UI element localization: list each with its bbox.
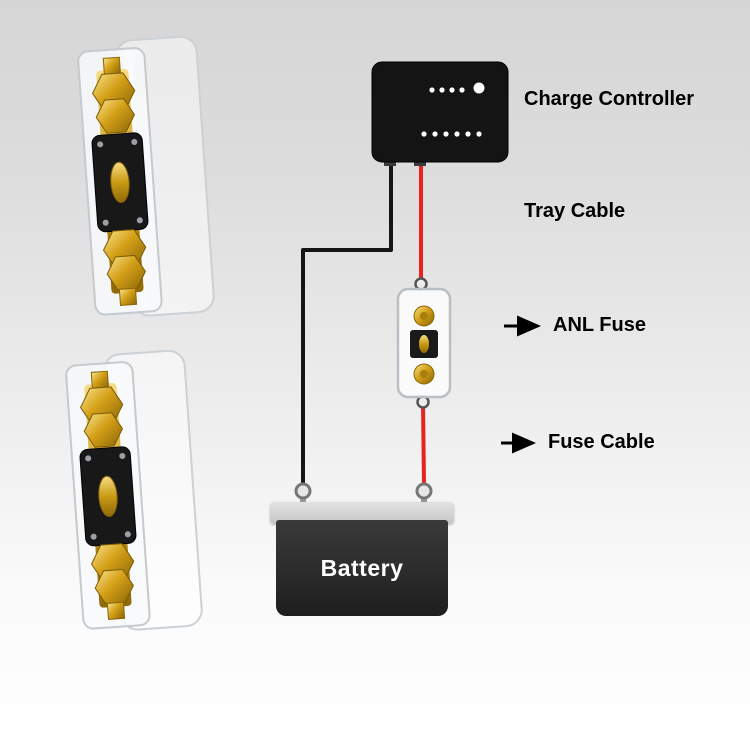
anl-fuse-device <box>396 277 452 409</box>
vent-dot <box>421 131 427 137</box>
ring-terminal <box>294 482 312 500</box>
bottom-hex-nut-2 <box>94 568 134 605</box>
screw <box>85 455 92 462</box>
controller-body <box>371 61 509 163</box>
screw <box>90 533 97 540</box>
bottom-hex-nut-2 <box>106 254 146 291</box>
screw <box>97 141 104 148</box>
fuse-cable-label: Fuse Cable <box>548 431 655 453</box>
bottom-stud <box>106 601 126 620</box>
screw <box>102 219 109 226</box>
ring-terminal <box>415 482 433 500</box>
screw <box>119 452 126 459</box>
negative-wire <box>301 160 393 486</box>
led-dot <box>439 87 445 93</box>
battery-label: Battery <box>320 554 404 581</box>
battery: Battery <box>270 502 454 618</box>
positive-wire-lower <box>421 401 426 487</box>
charge-controller-device <box>371 61 509 166</box>
bottom-stud <box>118 287 138 306</box>
button-dot <box>473 82 485 94</box>
anl-fuse-label: ANL Fuse <box>553 314 646 336</box>
fuse-holder-photo-top <box>77 35 215 317</box>
led-dot <box>429 87 435 93</box>
vent-dot <box>465 131 471 137</box>
led-dot <box>459 87 465 93</box>
fuse-holder-photo-bottom <box>65 349 203 631</box>
vent-dot <box>443 131 449 137</box>
fuse-window <box>98 475 118 517</box>
fuse-element-window <box>419 335 429 353</box>
vent-dot <box>454 131 460 137</box>
fuse-window <box>110 161 130 203</box>
top-hex-nut-2 <box>95 98 136 134</box>
led-dot <box>449 87 455 93</box>
top-hex-nut-2 <box>83 412 124 448</box>
screw <box>124 531 131 538</box>
screw <box>131 138 138 145</box>
fuse-bolt-center <box>420 370 428 378</box>
vent-dot <box>432 131 438 137</box>
fuse-bolt-center <box>420 312 428 320</box>
battery-lid <box>270 502 454 524</box>
battery-body: Battery <box>276 520 448 616</box>
tray-cable-label: Tray Cable <box>524 200 626 222</box>
charge-controller-label: Charge Controller <box>524 88 695 110</box>
screw <box>136 217 143 224</box>
vent-dot <box>476 131 482 137</box>
